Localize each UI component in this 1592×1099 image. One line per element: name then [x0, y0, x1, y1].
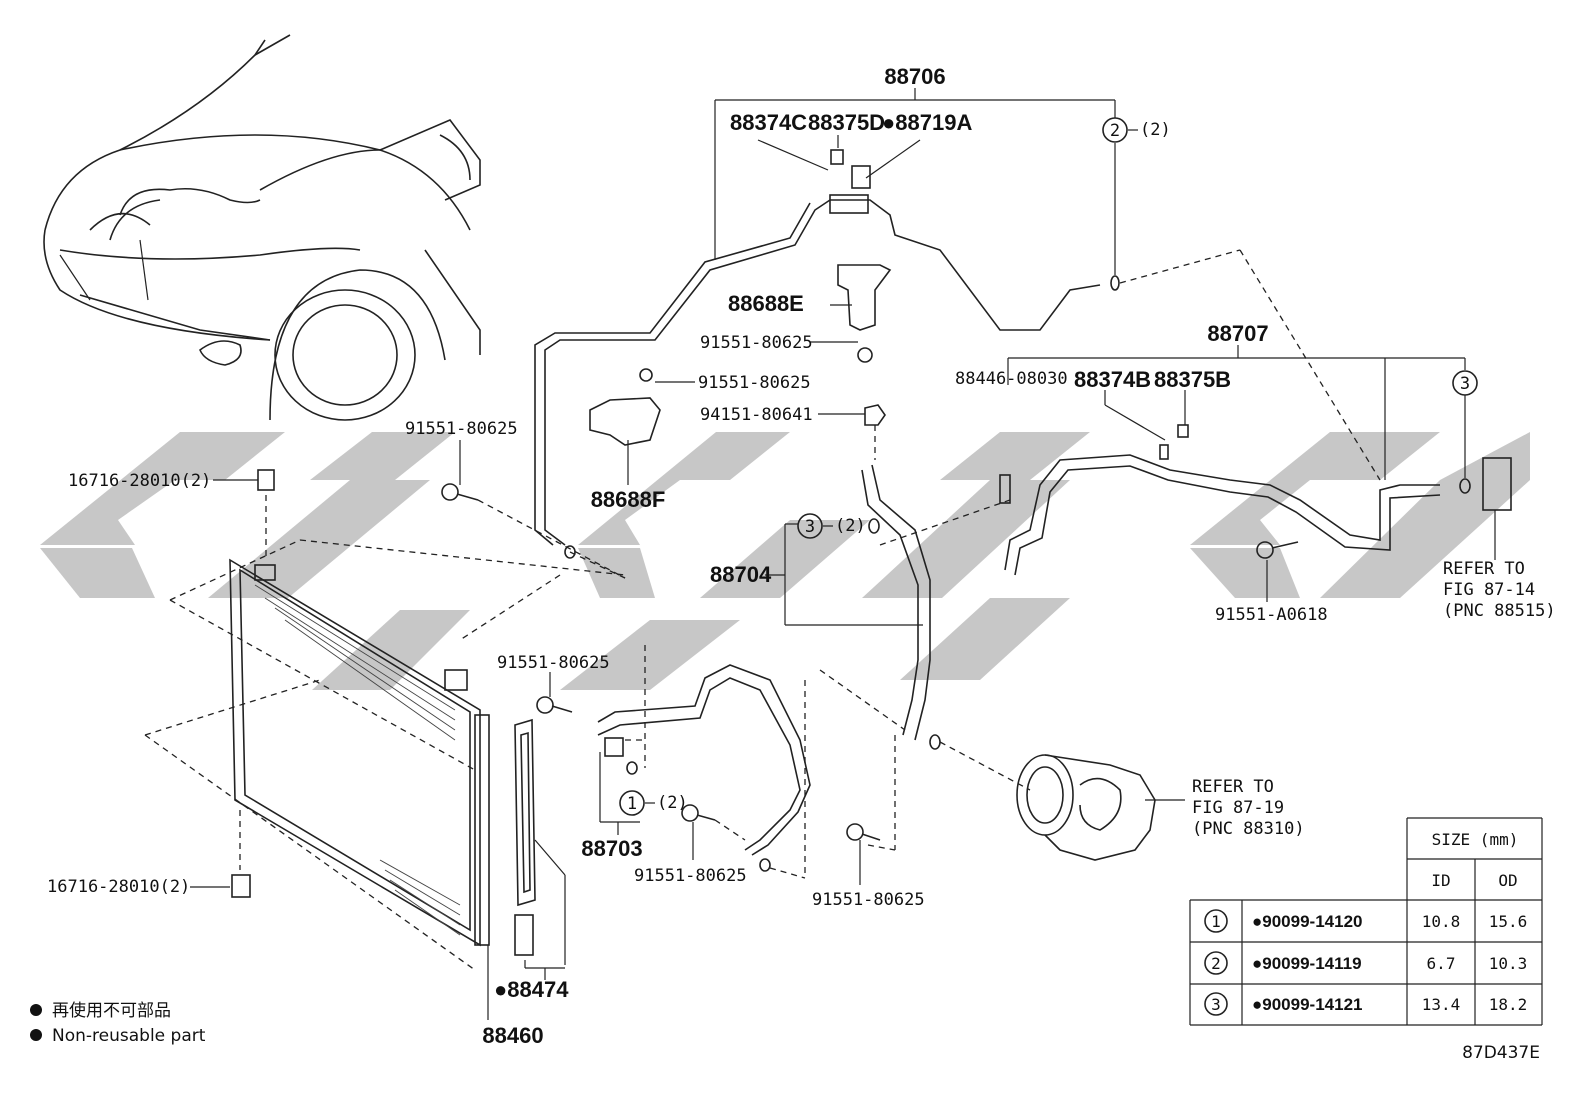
label-88704: 88704	[710, 562, 772, 587]
svg-text:2: 2	[1110, 121, 1120, 141]
condenser-fasteners	[190, 440, 479, 898]
label-94151-80641: 94151-80641	[700, 405, 813, 425]
non-reusable-dot-icon	[30, 1029, 42, 1041]
refer-to-fig-87-19-line1: REFER TO	[1192, 777, 1274, 797]
label-91551-80625-c: 91551-80625	[497, 653, 610, 673]
condenser-88460	[144, 539, 626, 1020]
figure-code: 87D437E	[1462, 1043, 1540, 1063]
label-91551-80625-left: 91551-80625	[405, 419, 518, 439]
label-88374B: 88374B	[1074, 367, 1151, 392]
svg-text:3: 3	[805, 517, 815, 537]
label-88375D: 88375D	[808, 110, 885, 135]
dashed-leaders	[477, 249, 1381, 579]
svg-text:6.7: 6.7	[1427, 954, 1456, 973]
label-circle3-qty: (2)	[835, 516, 866, 536]
svg-text:1: 1	[1211, 912, 1221, 931]
svg-text:●90099-14121: ●90099-14121	[1252, 995, 1362, 1014]
hose-88704	[765, 404, 941, 750]
svg-text:1: 1	[627, 794, 637, 814]
label-88707: 88707	[1207, 321, 1268, 346]
size-table-col-id: ID	[1431, 871, 1450, 890]
table-row: 1 ●90099-14120 10.8 15.6	[1204, 909, 1528, 933]
legend: 再使用不可部品 Non-reusable part	[30, 1000, 206, 1046]
receiver-88474	[514, 718, 566, 980]
label-16716-28010-top: 16716-28010(2)	[68, 471, 211, 491]
label-88474: ●88474	[494, 977, 569, 1002]
legend-line-en: Non-reusable part	[52, 1026, 206, 1046]
table-row: 2 ●90099-14119 6.7 10.3	[1204, 951, 1528, 975]
size-table-header: SIZE (mm)	[1432, 830, 1519, 849]
label-88446-08030: 88446-08030	[955, 369, 1068, 389]
non-reusable-dot-icon	[30, 1004, 42, 1016]
legend-line-jp: 再使用不可部品	[52, 1000, 171, 1021]
label-91551-80625-a: 91551-80625	[700, 333, 813, 353]
ref-circle-1: 1	[619, 790, 655, 816]
label-88375B: 88375B	[1154, 367, 1231, 392]
ref-circle-3-mid: 3	[797, 513, 833, 539]
label-91551-80625-e: 91551-80625	[812, 890, 925, 910]
svg-text:10.8: 10.8	[1422, 912, 1461, 931]
pipe-88707	[999, 345, 1512, 576]
label-16716-28010-bottom: 16716-28010(2)	[47, 877, 190, 897]
label-88719A: ●88719A	[882, 110, 972, 135]
label-91551-A0618: 91551-A0618	[1215, 605, 1328, 625]
bracket-88688F	[589, 368, 695, 485]
table-row: 3 ●90099-14121 13.4 18.2	[1204, 992, 1528, 1016]
svg-text:●90099-14119: ●90099-14119	[1252, 954, 1362, 973]
size-table-col-od: OD	[1498, 871, 1517, 890]
refer-to-fig-87-14-line1: REFER TO	[1443, 559, 1525, 579]
svg-text:13.4: 13.4	[1422, 995, 1461, 1014]
size-table: SIZE (mm) ID OD 1 ●90099-14120 10.8 15.6…	[1189, 817, 1543, 1026]
bracket-88688E	[810, 264, 892, 363]
svg-text:3: 3	[1460, 374, 1470, 394]
label-91551-80625-d: 91551-80625	[634, 866, 747, 886]
svg-text:3: 3	[1211, 995, 1221, 1014]
refer-to-fig-87-19-line2: FIG 87-19	[1192, 798, 1284, 818]
refer-to-fig-87-14-line3: (PNC 88515)	[1443, 601, 1556, 621]
ref-circle-2-top: 2	[1102, 117, 1138, 143]
compressor	[819, 669, 1185, 885]
svg-text:15.6: 15.6	[1489, 912, 1528, 931]
label-88374C: 88374C	[730, 110, 807, 135]
label-circle2-qty: (2)	[1140, 120, 1171, 140]
refer-to-fig-87-19-line3: (PNC 88310)	[1192, 819, 1305, 839]
label-88706: 88706	[884, 64, 945, 89]
refer-to-fig-87-14-line2: FIG 87-14	[1443, 580, 1535, 600]
label-91551-80625-b: 91551-80625	[698, 373, 811, 393]
svg-text:10.3: 10.3	[1489, 954, 1528, 973]
pipe-88706	[534, 88, 1120, 559]
label-circle1-qty: (2)	[657, 793, 688, 813]
hose-88703	[536, 645, 811, 879]
label-88703: 88703	[581, 836, 642, 861]
label-88688F: 88688F	[591, 487, 666, 512]
svg-text:●90099-14120: ●90099-14120	[1252, 912, 1362, 931]
label-88460: 88460	[482, 1023, 543, 1048]
bolt-91551-A0618	[1256, 541, 1299, 602]
vehicle-front-sketch	[43, 34, 481, 421]
svg-text:2: 2	[1211, 954, 1221, 973]
svg-text:18.2: 18.2	[1489, 995, 1528, 1014]
ref-circle-3-right: 3	[1452, 370, 1478, 396]
label-88688E: 88688E	[728, 291, 804, 316]
watermark-logo	[40, 432, 1530, 690]
